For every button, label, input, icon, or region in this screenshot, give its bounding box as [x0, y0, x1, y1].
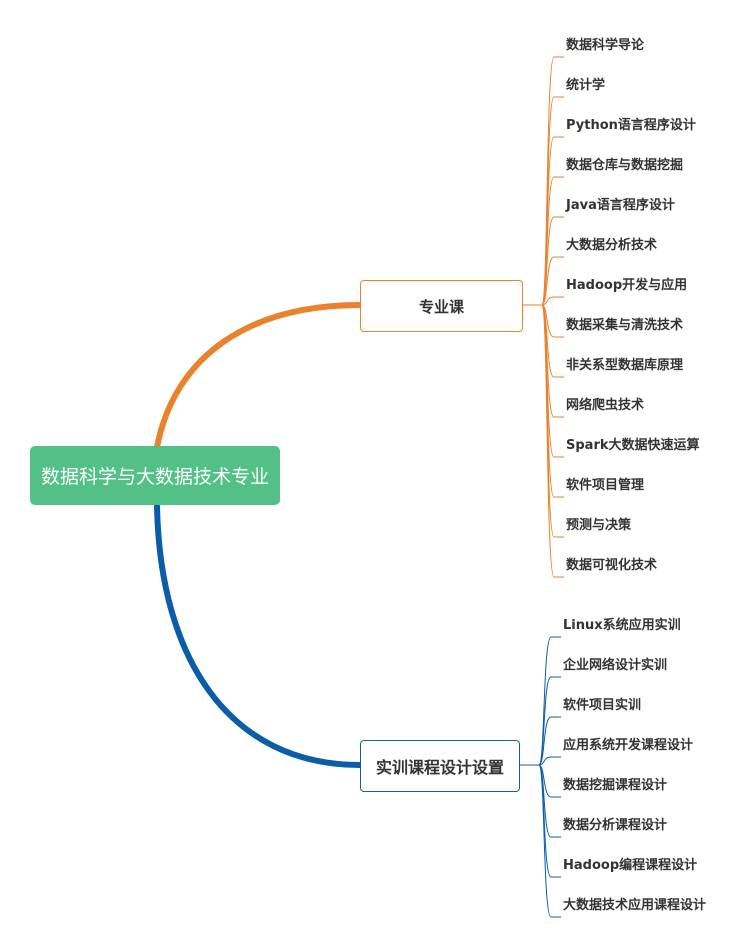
leaf-connector-line	[541, 296, 564, 306]
leaf-connectors-practicum	[519, 636, 561, 918]
leaf-topic[interactable]: 大数据分析技术	[566, 238, 658, 253]
leaf-topic[interactable]: 网络爬虫技术	[566, 398, 645, 413]
leaf-topic[interactable]: Hadoop开发与应用	[566, 278, 688, 293]
leaf-connector-line	[541, 256, 564, 306]
branch-topic-major-courses[interactable]: 专业课	[360, 280, 523, 332]
leaf-connector-line	[538, 676, 561, 766]
leaf-topic[interactable]: 数据分析课程设计	[563, 818, 668, 833]
leaf-topic[interactable]: 统计学	[566, 78, 606, 93]
branch-connector-major	[154, 302, 363, 450]
leaf-topic[interactable]: 数据仓库与数据挖掘	[566, 158, 684, 173]
leaf-topic[interactable]: 企业网络设计实训	[563, 658, 668, 673]
branch-topic-practicum[interactable]: 实训课程设计设置	[360, 740, 520, 792]
root-topic[interactable]: 数据科学与大数据技术专业	[30, 446, 280, 505]
leaf-topic[interactable]: 数据科学导论	[566, 38, 645, 53]
leaf-topic[interactable]: Python语言程序设计	[566, 118, 696, 133]
leaf-topic[interactable]: 预测与决策	[566, 518, 632, 533]
root-topic-label: 数据科学与大数据技术专业	[40, 466, 269, 488]
leaf-connector-line	[541, 304, 564, 578]
leaf-topic[interactable]: Linux系统应用实训	[563, 618, 681, 633]
leaf-topic[interactable]: 非关系型数据库原理	[566, 358, 684, 373]
leaf-topic[interactable]: Java语言程序设计	[566, 198, 675, 213]
leaf-connector-line	[541, 216, 564, 306]
leaf-topic[interactable]: Hadoop编程课程设计	[563, 858, 698, 873]
leaf-connector-line	[538, 716, 561, 766]
leaf-topic[interactable]: 大数据技术应用课程设计	[563, 898, 707, 913]
branch-topic-label: 专业课	[418, 297, 464, 316]
leaf-topic[interactable]: Spark大数据快速运算	[566, 438, 700, 453]
leaf-topic[interactable]: 数据采集与清洗技术	[566, 318, 684, 333]
leaf-topic[interactable]: 软件项目实训	[563, 698, 642, 713]
leaf-topic[interactable]: 软件项目管理	[566, 478, 645, 493]
branch-connector-practicum	[154, 503, 363, 768]
leaf-connector-line	[538, 756, 561, 766]
leaf-connectors-major	[522, 56, 564, 578]
leaf-connector-line	[538, 764, 561, 918]
leaf-topic[interactable]: 应用系统开发课程设计	[563, 738, 694, 753]
branch-topic-label: 实训课程设计设置	[375, 758, 504, 777]
leaf-topic[interactable]: 数据可视化技术	[566, 558, 658, 573]
leaf-topic[interactable]: 数据挖掘课程设计	[563, 778, 668, 793]
